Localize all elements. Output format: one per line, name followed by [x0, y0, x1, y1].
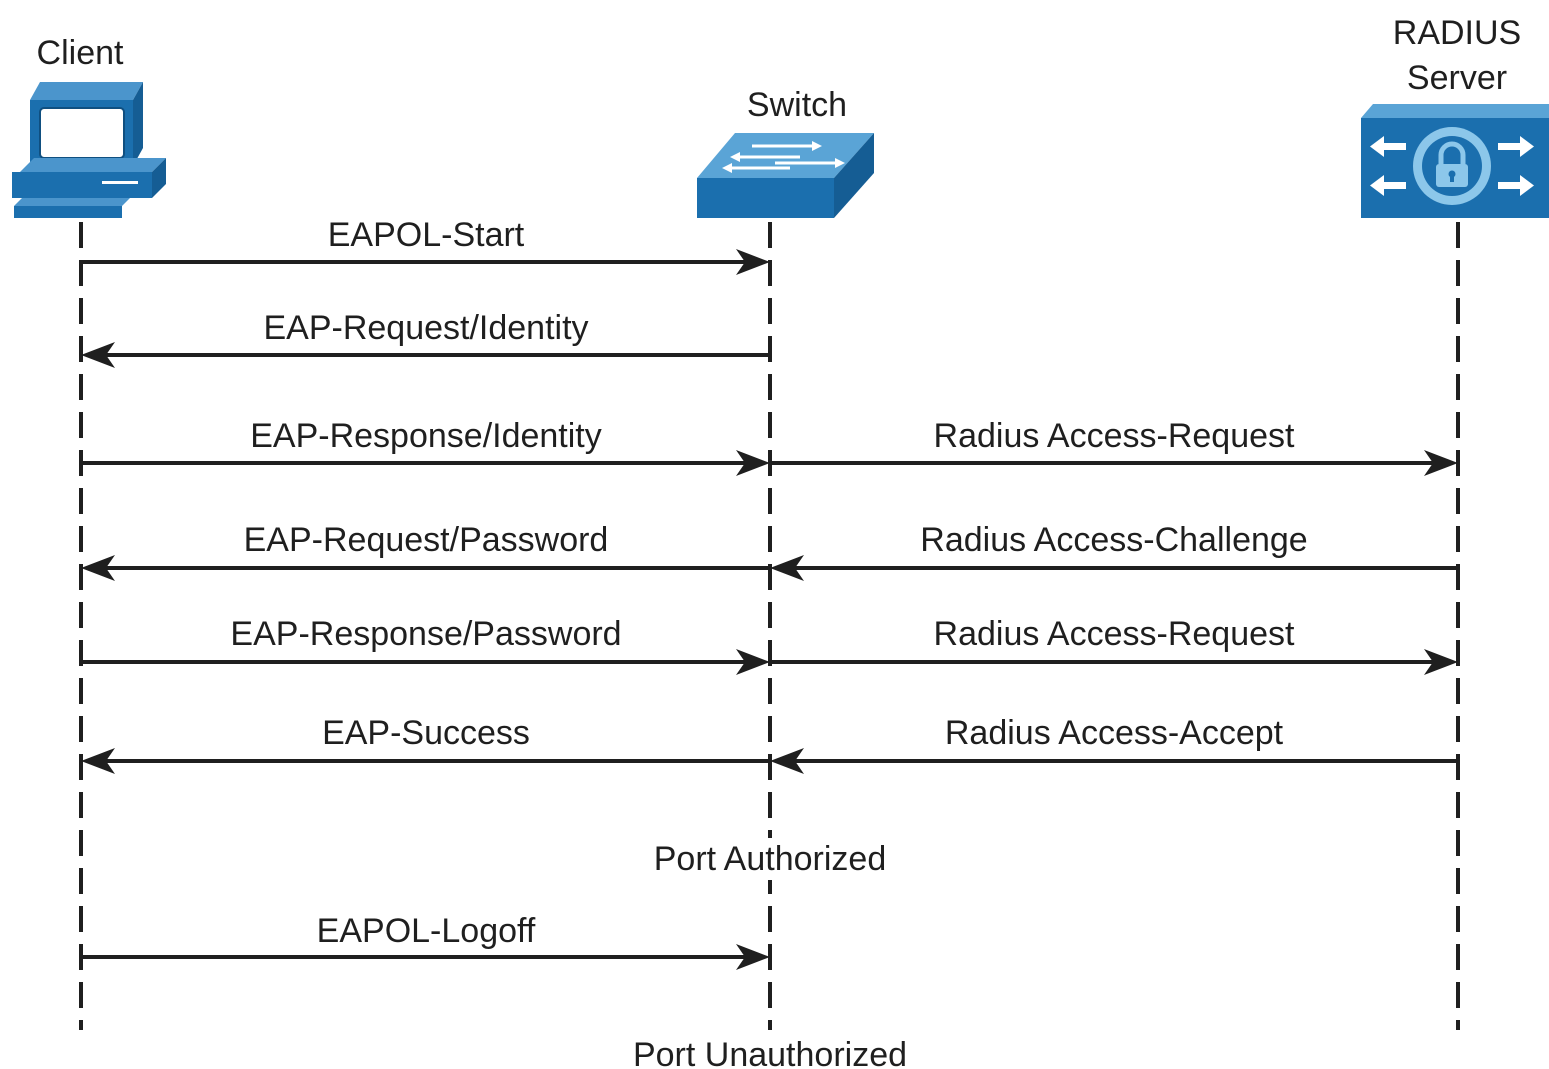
message-eapol-logoff: EAPOL-Logoff	[81, 912, 770, 970]
client-label: Client	[37, 34, 124, 72]
message-label: EAPOL-Start	[328, 216, 525, 254]
port-authorized-label: Port Authorized	[654, 840, 886, 878]
message-label: Radius Access-Accept	[945, 714, 1284, 752]
message-label: EAP-Request/Password	[244, 521, 609, 559]
radius-label-line1: RADIUS	[1393, 14, 1521, 52]
message-eap-request-password: EAP-Request/Password	[81, 521, 770, 581]
message-radius-access-request-1: Radius Access-Request	[770, 417, 1458, 476]
message-eap-success: EAP-Success	[81, 714, 770, 774]
message-label: Radius Access-Challenge	[920, 521, 1307, 559]
message-eap-response-password: EAP-Response/Password	[81, 615, 770, 675]
switch-icon	[697, 133, 874, 218]
port-authorized-backdrop	[640, 838, 902, 880]
radius-label-line2: Server	[1407, 59, 1507, 97]
message-eap-response-identity: EAP-Response/Identity	[81, 417, 770, 476]
port-unauthorized-label: Port Unauthorized	[633, 1036, 907, 1069]
message-label: EAP-Response/Identity	[250, 417, 602, 455]
message-eapol-start: EAPOL-Start	[81, 216, 770, 275]
switch-label: Switch	[747, 86, 847, 124]
message-label: EAPOL-Logoff	[317, 912, 536, 950]
message-label: EAP-Success	[322, 714, 530, 752]
message-radius-access-accept: Radius Access-Accept	[770, 714, 1458, 774]
message-eap-request-identity: EAP-Request/Identity	[81, 309, 770, 368]
message-label: EAP-Response/Password	[230, 615, 621, 653]
message-radius-access-request-2: Radius Access-Request	[770, 615, 1458, 675]
computer-icon	[12, 82, 166, 218]
message-radius-access-challenge: Radius Access-Challenge	[770, 521, 1458, 581]
message-label: Radius Access-Request	[934, 417, 1296, 455]
message-label: Radius Access-Request	[934, 615, 1296, 653]
message-label: EAP-Request/Identity	[263, 309, 588, 347]
radius-server-icon	[1361, 104, 1549, 218]
